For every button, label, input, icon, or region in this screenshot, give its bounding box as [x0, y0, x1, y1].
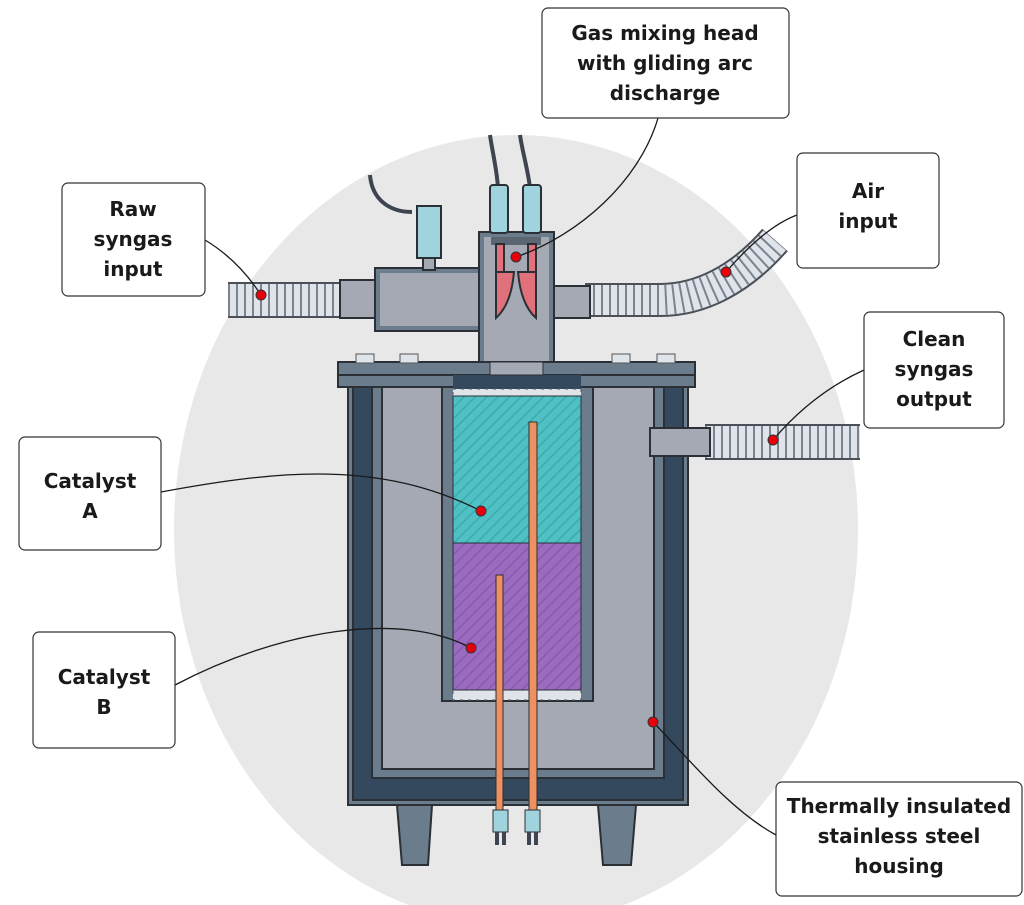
label-mixing-head: Gas mixing head with gliding arc dischar… — [541, 7, 790, 119]
marker-air — [720, 266, 732, 278]
marker-housing — [647, 716, 659, 728]
label-text: A — [82, 499, 98, 523]
electrode-connector-right — [522, 184, 542, 234]
label-text: output — [896, 387, 972, 411]
label-text: Catalyst — [44, 469, 137, 493]
leader-air — [725, 214, 798, 273]
electrode-connector-left — [489, 184, 509, 234]
label-catalyst-a: Catalyst A — [18, 436, 162, 551]
catalyst-a-bed — [452, 395, 582, 544]
label-clean-syngas: Clean syngas output — [863, 311, 1005, 429]
label-text: Clean — [903, 327, 966, 351]
label-text: with gliding arc — [577, 51, 753, 75]
label-housing: Thermally insulated stainless steel hous… — [775, 781, 1023, 897]
leader-mixing-head — [515, 117, 659, 258]
label-text: syngas — [94, 227, 173, 251]
marker-raw-syngas — [255, 289, 267, 301]
heating-rods — [492, 421, 541, 845]
label-air: Air input — [796, 152, 940, 269]
label-text: stainless steel — [818, 824, 981, 848]
label-text: B — [96, 695, 111, 719]
electrode-right — [516, 271, 537, 321]
catalyst-b-bed — [452, 542, 582, 691]
leader-clean-syngas — [772, 369, 865, 441]
label-text: Thermally insulated — [787, 794, 1011, 818]
label-text: Catalyst — [58, 665, 151, 689]
label-text: syngas — [895, 357, 974, 381]
leader-raw-syngas — [204, 239, 262, 296]
electrode-cable-left — [488, 134, 500, 189]
leader-catalyst-a — [160, 473, 482, 512]
leader-catalyst-b — [174, 627, 472, 686]
marker-clean-syngas — [767, 434, 779, 446]
air-hose — [585, 228, 788, 317]
marker-mixing-head — [510, 251, 522, 263]
electrode-cable-right — [518, 134, 532, 189]
label-text: discharge — [610, 81, 720, 105]
electrode-left — [495, 271, 516, 321]
label-text: input — [838, 209, 898, 233]
leader-housing — [652, 721, 777, 836]
marker-catalyst-a — [475, 505, 487, 517]
label-text: housing — [854, 854, 944, 878]
sensor-cable — [368, 174, 413, 214]
label-text: Raw — [109, 197, 156, 221]
label-raw-syngas: Raw syngas input — [61, 182, 206, 297]
label-text: Gas mixing head — [571, 21, 758, 45]
marker-catalyst-b — [465, 642, 477, 654]
sensor-box — [416, 205, 442, 259]
label-text: Air — [852, 179, 884, 203]
label-text: input — [103, 257, 163, 281]
label-catalyst-b: Catalyst B — [32, 631, 176, 749]
